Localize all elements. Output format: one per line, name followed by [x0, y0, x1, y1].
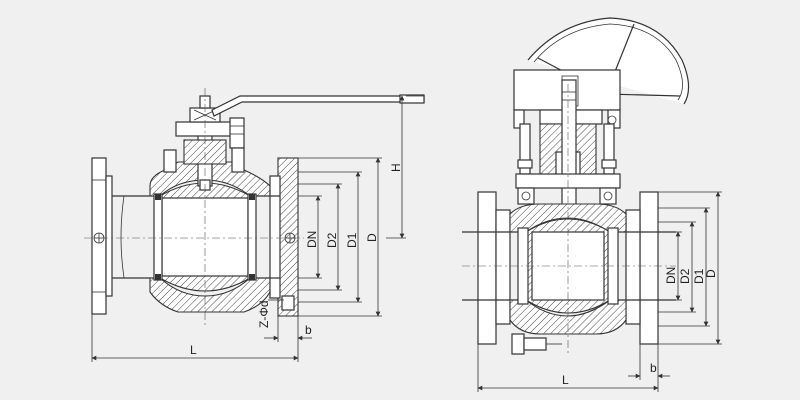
right-left-flange	[477, 191, 497, 345]
left-label-l: L	[190, 343, 197, 357]
left-label-z-phi-d: Z-Φd	[257, 300, 271, 328]
right-handwheel	[527, 17, 690, 105]
right-label-d: D	[704, 269, 718, 278]
left-lever-handle	[211, 95, 425, 117]
right-label-dn: DN	[664, 267, 678, 284]
right-label-d1: D1	[692, 268, 706, 284]
left-label-d: D	[365, 233, 379, 242]
left-label-d1: D1	[345, 232, 359, 248]
left-label-b: b	[305, 323, 312, 337]
left-valve-view: DN D2 D1 D H Z-Φd b L	[84, 88, 425, 362]
left-label-h: H	[389, 163, 403, 172]
left-label-d2: D2	[325, 232, 339, 248]
left-label-dn: DN	[305, 231, 319, 248]
right-valve-view: DN D2 D1 D b L	[462, 17, 722, 392]
right-label-l: L	[562, 373, 569, 387]
right-label-d2: D2	[678, 268, 692, 284]
right-label-b: b	[650, 361, 657, 375]
